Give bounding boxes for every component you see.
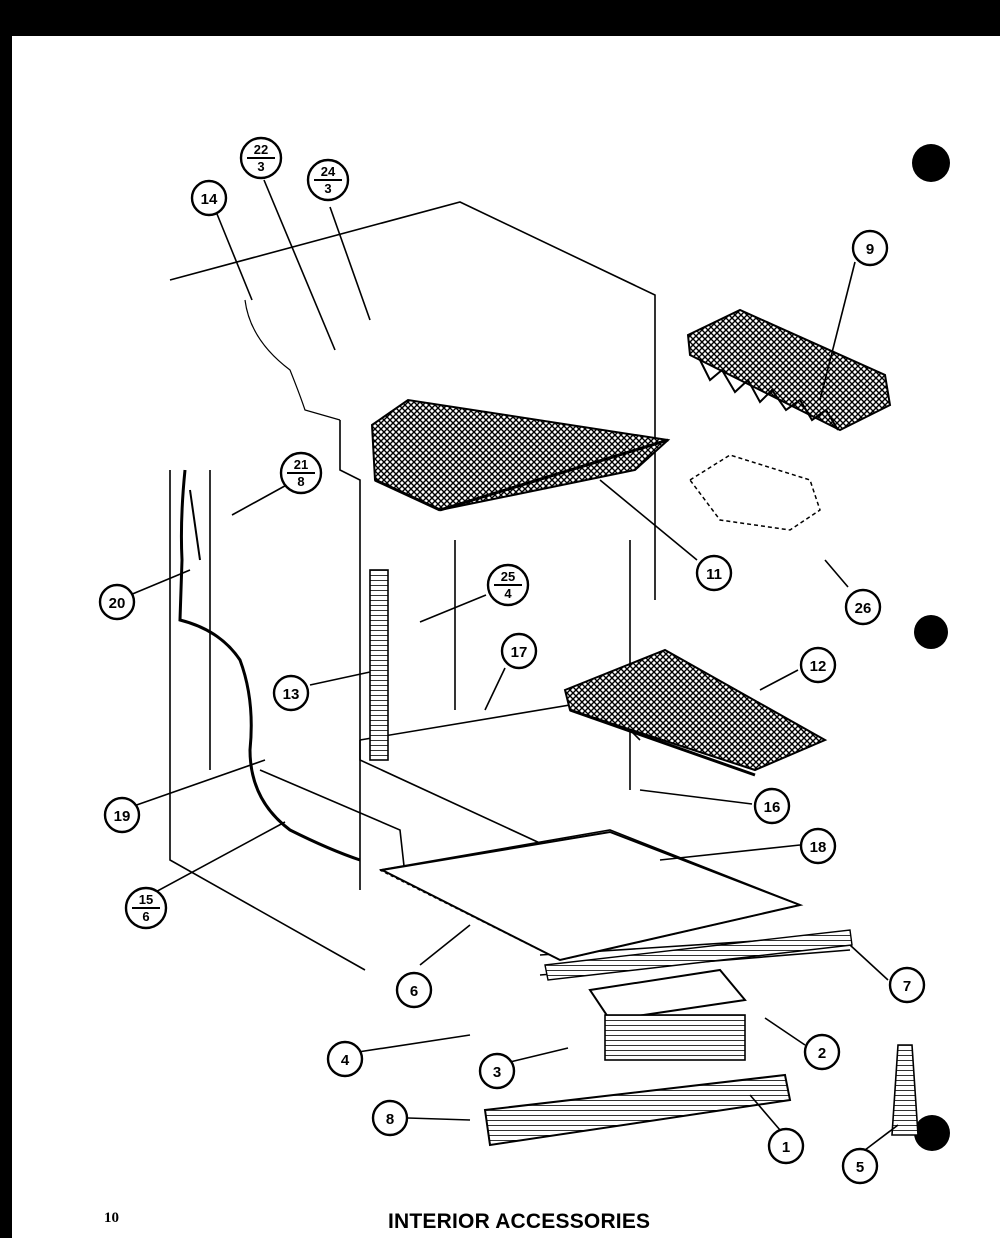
svg-text:18: 18 <box>810 839 827 856</box>
callout-1[interactable]: 1 <box>767 1127 805 1165</box>
svg-text:25: 25 <box>501 569 515 584</box>
svg-text:1: 1 <box>782 1139 790 1156</box>
svg-text:11: 11 <box>706 566 722 583</box>
registration-dot <box>914 1115 950 1151</box>
callout-22-over-3[interactable]: 22 3 <box>239 136 283 180</box>
callout-4[interactable]: 4 <box>326 1040 364 1078</box>
svg-text:5: 5 <box>856 1159 864 1176</box>
shelf-rail <box>369 569 389 761</box>
svg-text:14: 14 <box>201 191 218 208</box>
callout-17[interactable]: 17 <box>500 632 538 670</box>
callout-13[interactable]: 13 <box>272 674 310 712</box>
trim-bar <box>544 929 853 981</box>
base-grille <box>483 1073 792 1147</box>
callout-18[interactable]: 18 <box>799 827 837 865</box>
svg-text:21: 21 <box>294 457 308 472</box>
callout-9[interactable]: 9 <box>851 229 889 267</box>
svg-text:7: 7 <box>903 978 911 995</box>
callout-8[interactable]: 8 <box>371 1099 409 1137</box>
svg-text:3: 3 <box>324 181 331 196</box>
svg-text:3: 3 <box>493 1064 501 1081</box>
callout-16[interactable]: 16 <box>753 787 791 825</box>
svg-text:13: 13 <box>283 686 300 703</box>
wire-harness <box>178 469 361 862</box>
svg-text:2: 2 <box>818 1045 826 1062</box>
leader-lines <box>127 179 899 1151</box>
crisper-pan-cover <box>378 830 804 962</box>
svg-text:24: 24 <box>321 164 336 179</box>
registration-dot <box>912 144 950 182</box>
callout-7[interactable]: 7 <box>888 966 926 1004</box>
svg-text:8: 8 <box>386 1111 394 1128</box>
ice-maker-bracket <box>688 454 821 531</box>
svg-text:17: 17 <box>511 644 528 661</box>
callout-6[interactable]: 6 <box>395 971 433 1009</box>
page-number: 10 <box>104 1210 119 1226</box>
callout-15-over-6[interactable]: 15 6 <box>124 886 168 930</box>
callout-21-over-8[interactable]: 21 8 <box>279 451 323 495</box>
svg-text:6: 6 <box>410 983 418 1000</box>
svg-text:4: 4 <box>504 586 512 601</box>
callout-26[interactable]: 26 <box>844 588 882 626</box>
svg-text:26: 26 <box>855 600 872 617</box>
svg-text:15: 15 <box>139 892 153 907</box>
ice-cube-tray <box>686 308 892 432</box>
control-housing <box>588 968 747 1061</box>
svg-text:12: 12 <box>810 658 827 675</box>
leveling-leg <box>891 1044 919 1136</box>
svg-text:3: 3 <box>257 159 264 174</box>
svg-text:9: 9 <box>866 241 874 258</box>
callout-12[interactable]: 12 <box>799 646 837 684</box>
svg-text:20: 20 <box>109 595 126 612</box>
svg-text:22: 22 <box>254 142 268 157</box>
callout-25-over-4[interactable]: 25 4 <box>486 563 530 607</box>
callout-11[interactable]: 11 <box>695 554 733 592</box>
page-title: INTERIOR ACCESSORIES <box>388 1210 651 1233</box>
svg-text:4: 4 <box>341 1052 350 1069</box>
callout-2[interactable]: 2 <box>803 1033 841 1071</box>
callout-5[interactable]: 5 <box>841 1147 879 1185</box>
svg-text:8: 8 <box>297 474 304 489</box>
callout-20[interactable]: 20 <box>98 583 136 621</box>
callout-3[interactable]: 3 <box>478 1052 516 1090</box>
callout-14[interactable]: 14 <box>190 179 228 217</box>
svg-text:6: 6 <box>142 909 149 924</box>
lower-wire-shelf <box>563 648 828 772</box>
svg-text:16: 16 <box>764 799 781 816</box>
callout-24-over-3[interactable]: 24 3 <box>306 158 350 202</box>
parts-diagram-page <box>12 36 1000 1238</box>
svg-text:19: 19 <box>114 808 131 825</box>
callout-19[interactable]: 19 <box>103 796 141 834</box>
registration-dot <box>914 615 948 649</box>
